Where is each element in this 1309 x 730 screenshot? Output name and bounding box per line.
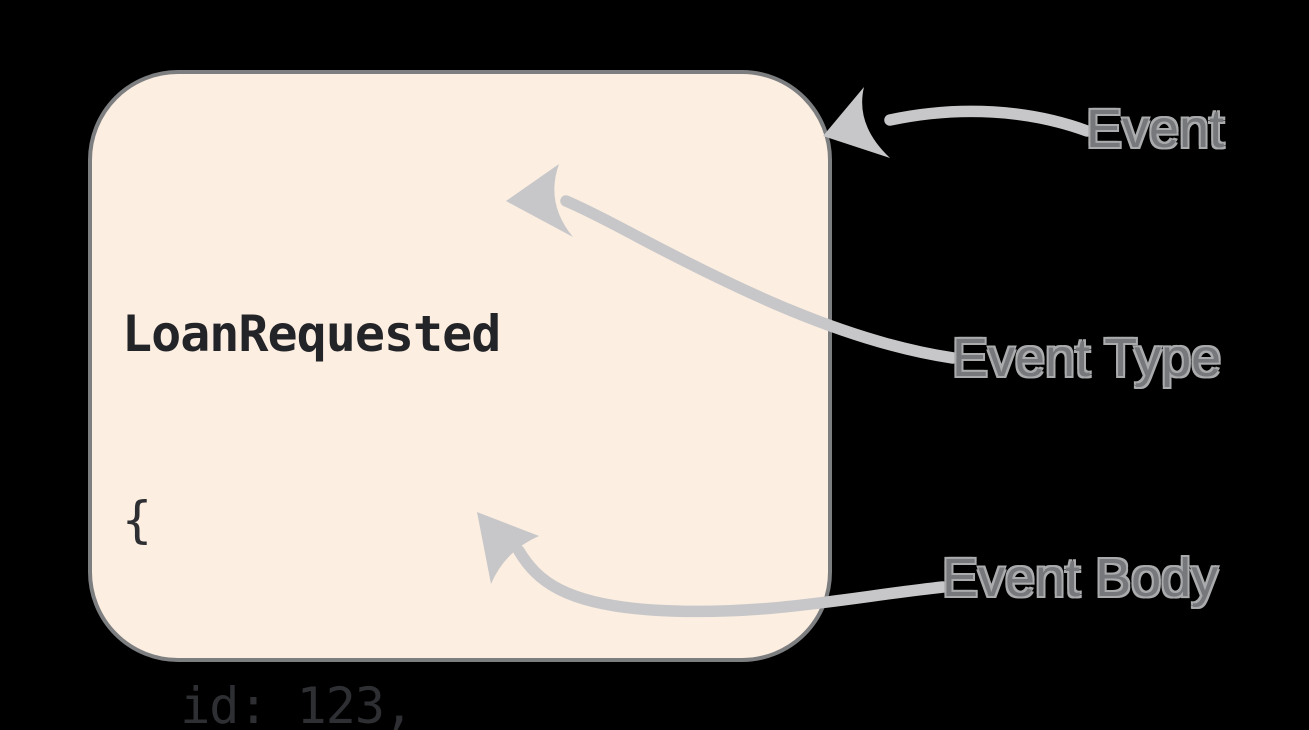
code-line: { xyxy=(122,491,152,549)
event-arrow-icon xyxy=(823,87,1093,158)
event-arrow-tail xyxy=(884,105,1093,137)
label-event-type: Event Type xyxy=(952,328,1222,388)
code-line: id: 123, xyxy=(122,677,414,730)
event-code-block: LoanRequested { id: 123, amount: 100, bo… xyxy=(122,179,791,730)
event-arrowhead-icon xyxy=(823,87,890,158)
label-event: Event xyxy=(1086,99,1225,159)
event-type-name: LoanRequested xyxy=(122,305,501,363)
label-event-body: Event Body xyxy=(942,548,1219,608)
